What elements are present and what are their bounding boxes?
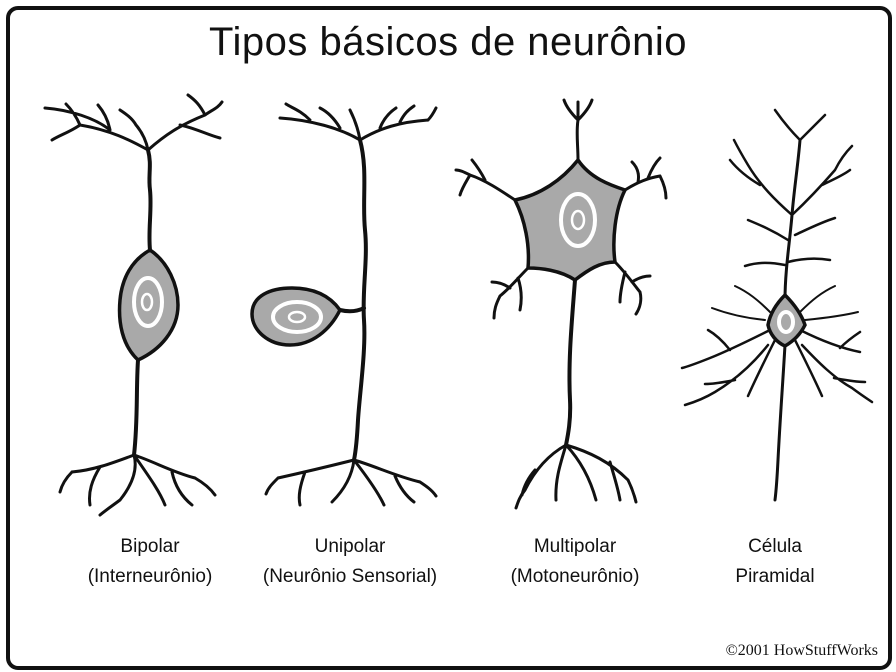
neuron-name: Unipolar xyxy=(250,532,450,562)
neuron-name: Bipolar xyxy=(60,532,240,562)
neuron-label-multipolar: Multipolar (Motoneurônio) xyxy=(485,532,665,592)
neuron-label-pyramidal: Célula Piramidal xyxy=(700,532,850,592)
multipolar-neuron-icon xyxy=(456,100,666,508)
pyramidal-cell-icon xyxy=(682,110,872,500)
neuron-subtitle: (Interneurônio) xyxy=(60,562,240,592)
copyright-notice: ©2001 HowStuffWorks xyxy=(726,642,878,660)
neuron-subtitle: (Motoneurônio) xyxy=(485,562,665,592)
bipolar-neuron-icon xyxy=(45,95,222,515)
unipolar-neuron-icon xyxy=(252,104,436,505)
neuron-name: Célula xyxy=(700,532,850,562)
neuron-subtitle: Piramidal xyxy=(700,562,850,592)
neuron-subtitle: (Neurônio Sensorial) xyxy=(250,562,450,592)
neuron-name: Multipolar xyxy=(485,532,665,562)
neuron-label-unipolar: Unipolar (Neurônio Sensorial) xyxy=(250,532,450,592)
neuron-label-bipolar: Bipolar (Interneurônio) xyxy=(60,532,240,592)
